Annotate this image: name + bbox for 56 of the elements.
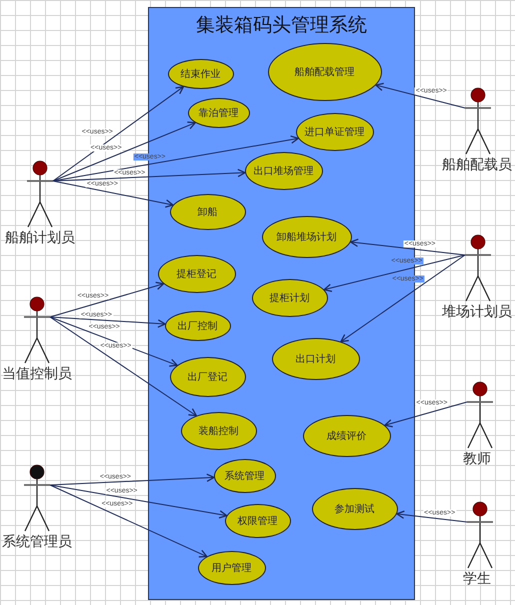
use-case-ellipse (170, 356, 246, 396)
use-case-label: 出口计划 (296, 352, 336, 366)
association-arrow (50, 316, 166, 328)
use-case-label: 参加测试 (334, 502, 374, 516)
use-case-ellipse (302, 414, 390, 456)
use-case-ellipse (214, 458, 276, 492)
use-case-ellipse (198, 550, 266, 584)
association-arrow (52, 86, 184, 182)
association-arrow (384, 402, 468, 428)
actor-name: 教师 (463, 450, 491, 468)
use-case-label: 卸船堆场计划 (276, 230, 336, 244)
use-case-label: 结束作业 (180, 68, 220, 80)
use-case-label: 出口堆场管理 (254, 164, 314, 178)
use-case-ellipse (296, 112, 374, 150)
association-arrow (50, 316, 197, 416)
use-case-label: 出厂登记 (188, 370, 228, 384)
association-arrow (350, 238, 466, 256)
use-case-label: 成绩评价 (326, 430, 366, 442)
association-arrow (52, 168, 246, 182)
use-case-label: 卸船 (198, 206, 218, 218)
association-arrow (323, 254, 466, 292)
use-case-label: 装船控制 (198, 424, 238, 438)
use-case-label: 权限管理 (238, 514, 278, 528)
use-case-ellipse (164, 310, 230, 340)
association-arrow (375, 82, 466, 108)
association-arrow (50, 474, 215, 486)
actor-name: 船舶计划员 (5, 230, 75, 247)
use-case-ellipse (158, 254, 236, 292)
use-case-label: 出厂控制 (178, 320, 218, 332)
association-arrow (52, 135, 299, 182)
association-arrow (340, 254, 466, 342)
use-case-ellipse (252, 278, 328, 316)
association-arrow (52, 121, 196, 182)
association-arrow (50, 316, 178, 367)
actor-name: 学生 (463, 570, 491, 588)
system-title: 集装箱码头管理系统 (195, 14, 368, 38)
actor-name: 系统管理员 (2, 533, 72, 551)
use-case-label: 提柜登记 (176, 268, 216, 280)
use-case-label: 靠泊管理 (198, 106, 238, 120)
use-case-label: 用户管理 (212, 562, 252, 574)
use-case-ellipse (170, 194, 246, 230)
association-arrow (52, 180, 174, 208)
actor-name: 堆场计划员 (442, 304, 512, 321)
association-arrow (50, 484, 228, 519)
use-case-label: 提柜计划 (270, 292, 310, 304)
association-arrow (50, 282, 164, 318)
use-case-ellipse (188, 98, 250, 128)
use-case-label: 进口单证管理 (304, 126, 364, 138)
use-case-ellipse (224, 504, 290, 538)
use-case-label: 船舶配载管理 (294, 66, 354, 78)
use-case-ellipse (168, 58, 234, 88)
association-arrow (396, 510, 468, 522)
actor-name: 船舶配载员 (442, 156, 512, 174)
use-case-label: 系统管理 (224, 470, 264, 482)
association-arrow (50, 484, 208, 558)
actor-name: 当值控制员 (2, 366, 72, 383)
